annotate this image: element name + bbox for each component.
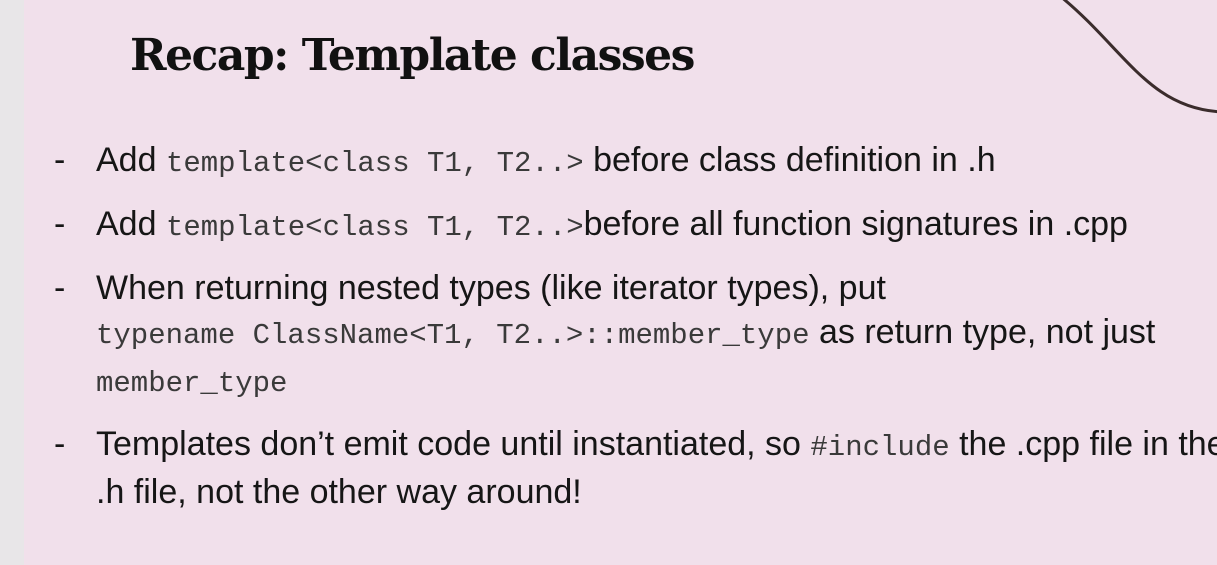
- bullet-marker: -: [54, 141, 66, 179]
- code-snippet: member_type: [96, 367, 288, 400]
- bullet-marker: -: [54, 425, 66, 463]
- corner-curve-line: [1062, 0, 1217, 113]
- slide-title: Recap: Template classes: [130, 30, 695, 81]
- slide: Recap: Template classes - Add template<c…: [24, 0, 1217, 565]
- bullet-item: - When returning nested types (like iter…: [48, 266, 1217, 406]
- bullet-text: before class definition in .h: [583, 141, 996, 179]
- code-snippet: template<class T1, T2..>: [165, 147, 584, 180]
- bullet-text: before all function signatures in .cpp: [583, 205, 1128, 243]
- code-snippet: #include: [810, 431, 950, 464]
- bullet-text: the .cpp file in the .h file, not the ot…: [96, 425, 1217, 511]
- bullet-item: - Add template<class T1, T2..>before all…: [48, 202, 1217, 250]
- bullet-marker: -: [54, 205, 66, 243]
- code-snippet: template<class T1, T2..>: [165, 211, 584, 244]
- bullet-list: - Add template<class T1, T2..> before cl…: [48, 138, 1217, 530]
- bullet-text: Add: [96, 205, 166, 243]
- bullet-text: Templates don’t emit code until instanti…: [96, 425, 811, 463]
- bullet-item: - Templates don’t emit code until instan…: [48, 422, 1217, 514]
- bullet-text: as return type, not just: [809, 313, 1156, 351]
- bullet-marker: -: [54, 269, 66, 307]
- bullet-text: When returning nested types (like iterat…: [96, 269, 886, 307]
- bullet-item: - Add template<class T1, T2..> before cl…: [48, 138, 1217, 186]
- bullet-text: Add: [96, 141, 166, 179]
- code-snippet: typename ClassName<T1, T2..>::member_typ…: [96, 319, 810, 352]
